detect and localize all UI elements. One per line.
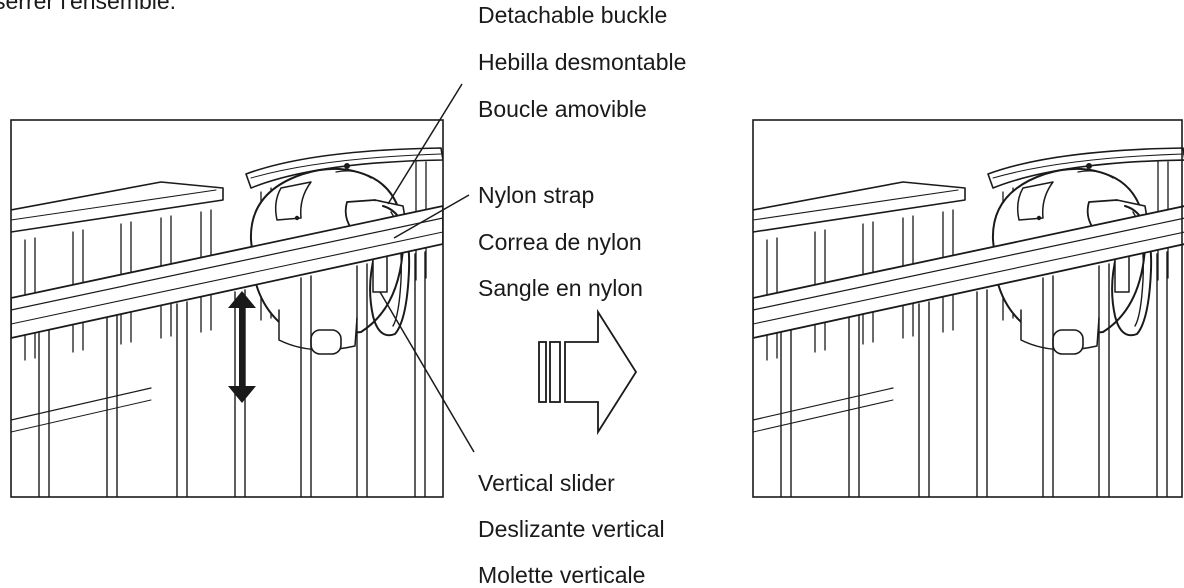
label-vertical-slider-es: Deslizante vertical	[478, 516, 665, 542]
label-vertical-slider-en: Vertical slider	[478, 470, 615, 496]
label-detachable-buckle-es: Hebilla desmontable	[478, 49, 687, 75]
cut-off-text: serrer l'ensemble.	[0, 0, 177, 14]
label-nylon-strap-fr: Sangle en nylon	[478, 275, 643, 301]
crib-after-panel	[752, 119, 1184, 498]
label-nylon-strap-en: Nylon strap	[478, 182, 595, 208]
label-detachable-buckle-en: Detachable buckle	[478, 2, 668, 28]
direction-arrow-icon	[538, 308, 638, 436]
label-detachable-buckle-fr: Boucle amovible	[478, 96, 647, 122]
leader-lines	[379, 83, 475, 453]
label-vertical-slider-fr: Molette verticale	[478, 562, 646, 588]
leader-strap	[393, 194, 470, 239]
double-arrow-icon	[228, 291, 256, 403]
crib-before-panel	[10, 119, 444, 498]
leader-slider	[379, 291, 475, 453]
label-nylon-strap-es: Correa de nylon	[478, 229, 642, 255]
leader-buckle	[387, 83, 463, 205]
